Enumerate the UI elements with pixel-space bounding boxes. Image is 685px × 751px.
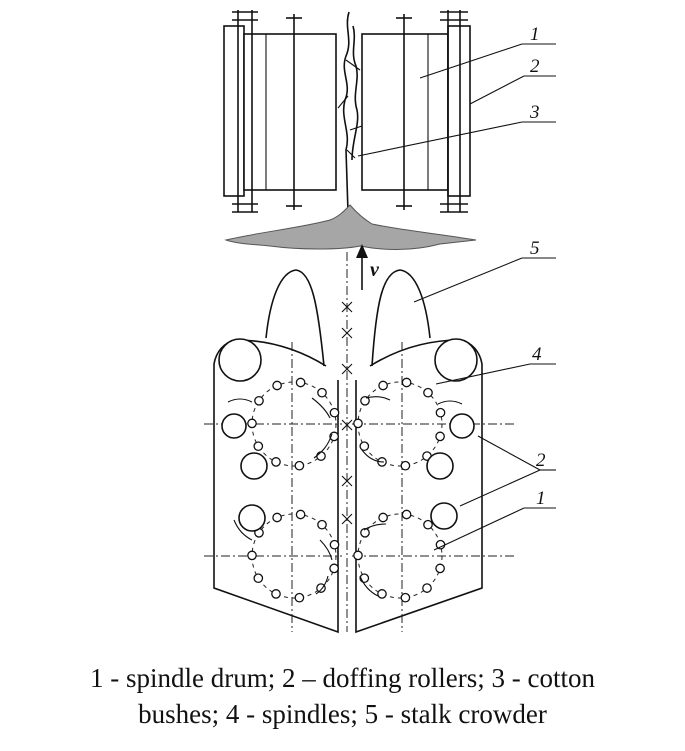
spindle bbox=[329, 563, 339, 574]
spindle bbox=[435, 539, 446, 550]
right-drum-assembly bbox=[361, 10, 471, 213]
right-housing bbox=[355, 339, 483, 634]
spindle bbox=[317, 387, 327, 398]
spindle bbox=[316, 451, 326, 461]
spindle bbox=[423, 387, 433, 398]
spindles bbox=[247, 377, 446, 603]
spindle bbox=[271, 589, 281, 599]
label-spindles: 4 bbox=[532, 344, 542, 365]
spindle bbox=[254, 395, 264, 406]
leader-lines bbox=[357, 43, 556, 551]
spindle bbox=[378, 512, 388, 523]
spindle bbox=[295, 509, 306, 520]
cotton-bush bbox=[224, 11, 477, 250]
label-velocity: v bbox=[370, 259, 380, 281]
spindle bbox=[359, 441, 370, 452]
spindle bbox=[435, 431, 445, 442]
spindle bbox=[294, 460, 305, 471]
spindle bbox=[247, 418, 257, 429]
caption-line-2: bushes; 4 - spindles; 5 - stalk crowder bbox=[138, 699, 547, 729]
spindle bbox=[422, 583, 432, 593]
right-stalk-crowder bbox=[371, 269, 431, 367]
spindle bbox=[353, 418, 363, 429]
spindle bbox=[378, 380, 388, 391]
left-doffing-roller bbox=[223, 25, 245, 197]
spindle bbox=[353, 550, 363, 561]
right-doffing-roller bbox=[447, 25, 471, 197]
spindle bbox=[329, 407, 340, 418]
spindle bbox=[247, 550, 257, 561]
label-top-spindle-drum: 1 bbox=[530, 24, 540, 45]
spindle bbox=[272, 512, 282, 523]
label-cotton-bush: 3 bbox=[529, 102, 540, 123]
spindle bbox=[272, 380, 282, 391]
caption-line-1: 1 - spindle drum; 2 – doffing rollers; 3… bbox=[90, 663, 595, 693]
top-view bbox=[223, 10, 477, 250]
soil-ground bbox=[224, 204, 477, 250]
left-drum-assembly bbox=[223, 10, 337, 213]
bottom-view bbox=[204, 269, 514, 634]
velocity-arrow-icon bbox=[356, 244, 368, 290]
spindle bbox=[400, 592, 411, 603]
spindle bbox=[400, 460, 411, 471]
spindle bbox=[294, 592, 305, 603]
spindle bbox=[295, 377, 306, 388]
right-spindle-drum bbox=[361, 33, 449, 191]
label-bottom-spindle-drum: 1 bbox=[536, 488, 546, 509]
spindle bbox=[401, 377, 412, 388]
spindle bbox=[360, 527, 370, 538]
spindle bbox=[401, 509, 412, 520]
spindle bbox=[360, 395, 370, 406]
label-stalk-crowder: 5 bbox=[530, 238, 540, 259]
spindle bbox=[316, 583, 326, 593]
label-top-doffing-roller: 2 bbox=[530, 56, 540, 77]
spindle bbox=[329, 539, 340, 550]
rotation-arrows bbox=[227, 396, 463, 597]
spindle bbox=[271, 457, 281, 467]
figure-caption: 1 - spindle drum; 2 – doffing rollers; 3… bbox=[0, 660, 685, 732]
spindle bbox=[435, 563, 445, 574]
spindle bbox=[253, 573, 264, 584]
spindle bbox=[423, 519, 433, 530]
spindle bbox=[253, 441, 264, 452]
doffing-rollers bbox=[221, 413, 475, 532]
cotton-picker-diagram: 1 2 3 v 5 4 2 1 bbox=[204, 10, 556, 634]
spindle bbox=[435, 407, 446, 418]
motion-axis bbox=[341, 244, 368, 632]
spindle bbox=[317, 519, 327, 530]
label-bottom-doffing-rollers: 2 bbox=[536, 450, 546, 471]
spindle bbox=[377, 589, 387, 599]
left-stalk-crowder bbox=[265, 269, 325, 367]
left-spindle-drum bbox=[243, 33, 337, 191]
